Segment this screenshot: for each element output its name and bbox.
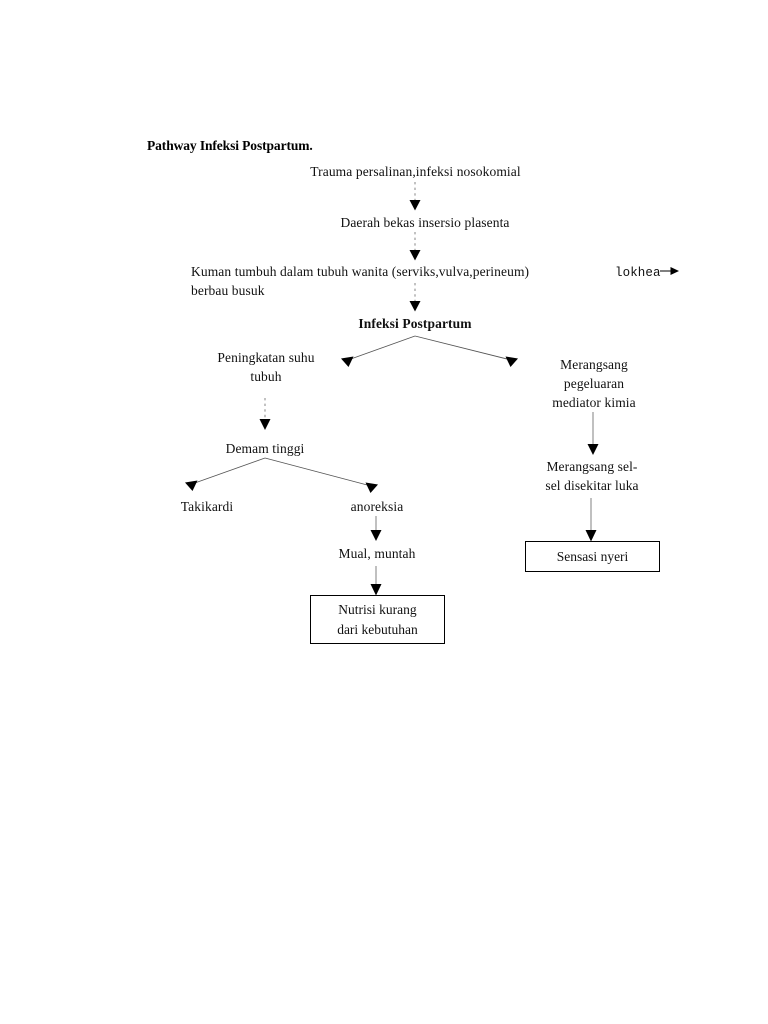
node-peningkatan-suhu-tubuh: Peningkatan suhu tubuh [217,350,315,384]
node-trauma: Trauma persalinan,infeksi nosokomial [310,164,521,179]
node-daerah-bekas-insersio: Daerah bekas insersio plasenta [340,215,510,230]
node-merangsang-pegeluaran: Merangsang pegeluaran mediator kimia [552,357,636,410]
node-lokhea: lokhea [615,266,661,280]
node-kuman-tumbuh: Kuman tumbuh dalam tubuh wanita (serviks… [191,264,530,298]
node-merangsang-sel-disekitar-luka: Merangsang sel- sel disekitar luka [545,459,639,493]
node-takikardi: Takikardi [180,499,234,514]
page-title: Pathway Infeksi Postpartum. [147,138,313,153]
node-demam-tinggi: Demam tinggi [225,441,305,456]
node-anoreksia: anoreksia [350,499,404,514]
node-mual-muntah: Mual, muntah [338,546,416,561]
node-nutrisi-kurang-box: Nutrisi kurang dari kebutuhan [310,595,445,644]
node-sensasi-nyeri-box: Sensasi nyeri [525,541,660,572]
node-infeksi-postpartum: Infeksi Postpartum [358,316,472,331]
